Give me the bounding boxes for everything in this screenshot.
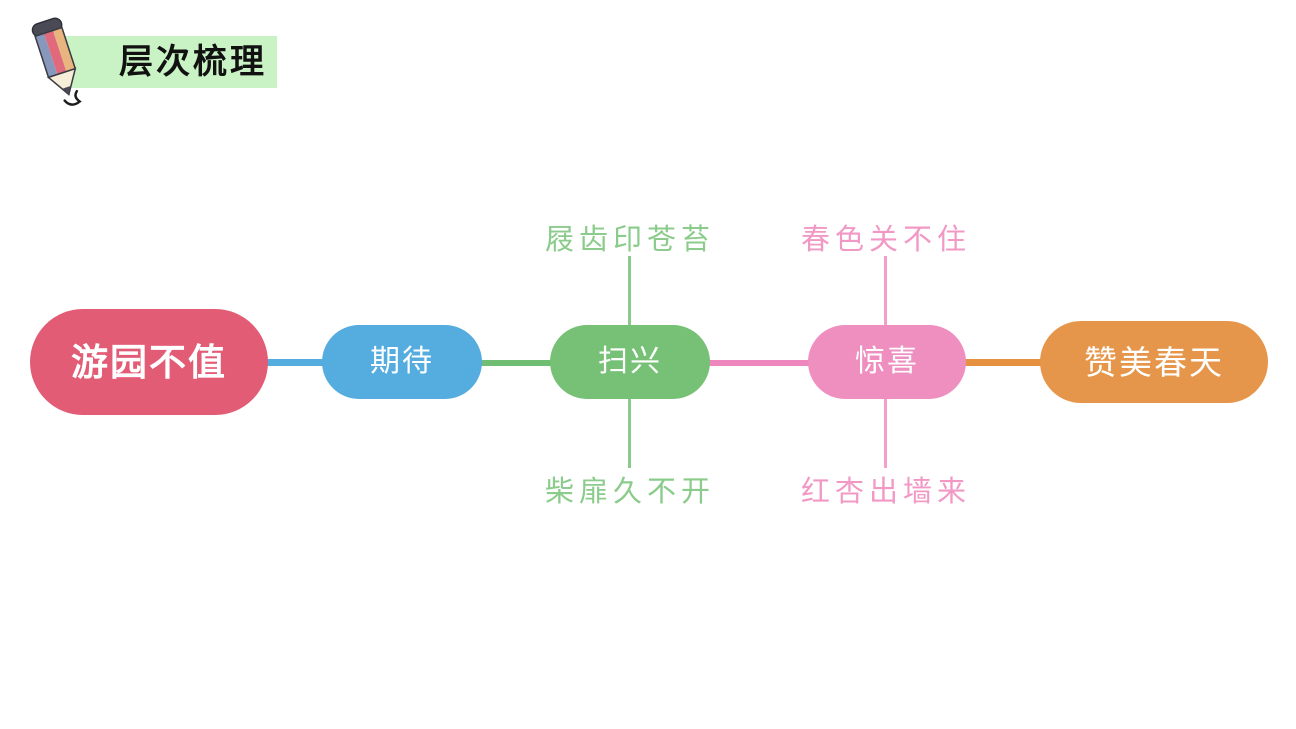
annotation-verse-wooden-gate: 柴扉久不开 xyxy=(544,476,715,508)
node-praise-spring: 赞美春天 xyxy=(1040,321,1268,403)
connector-title-to-expectation xyxy=(264,359,326,366)
annotation-line-bottom-surprise xyxy=(884,398,887,468)
connector-surprise-to-praise xyxy=(962,359,1044,366)
annotation-verse-red-apricot: 红杏出墙来 xyxy=(800,476,971,508)
annotation-verse-spring-color: 春色关不住 xyxy=(800,224,971,256)
page-title: 层次梳理 xyxy=(119,43,267,81)
section-title-box: 层次梳理 xyxy=(62,36,277,88)
connector-expectation-to-disappointment xyxy=(478,360,554,366)
node-disappointment: 扫兴 xyxy=(550,325,710,399)
pencil-icon xyxy=(12,14,106,112)
annotation-line-bottom-disappointment xyxy=(628,398,631,468)
annotation-line-top-disappointment xyxy=(628,256,631,326)
connector-disappointment-to-surprise xyxy=(706,360,812,366)
annotation-verse-clog-teeth: 屐齿印苍苔 xyxy=(544,224,715,256)
annotation-line-top-surprise xyxy=(884,256,887,326)
node-poem-title: 游园不值 xyxy=(30,309,268,415)
node-surprise: 惊喜 xyxy=(808,325,966,399)
node-expectation: 期待 xyxy=(322,325,482,399)
